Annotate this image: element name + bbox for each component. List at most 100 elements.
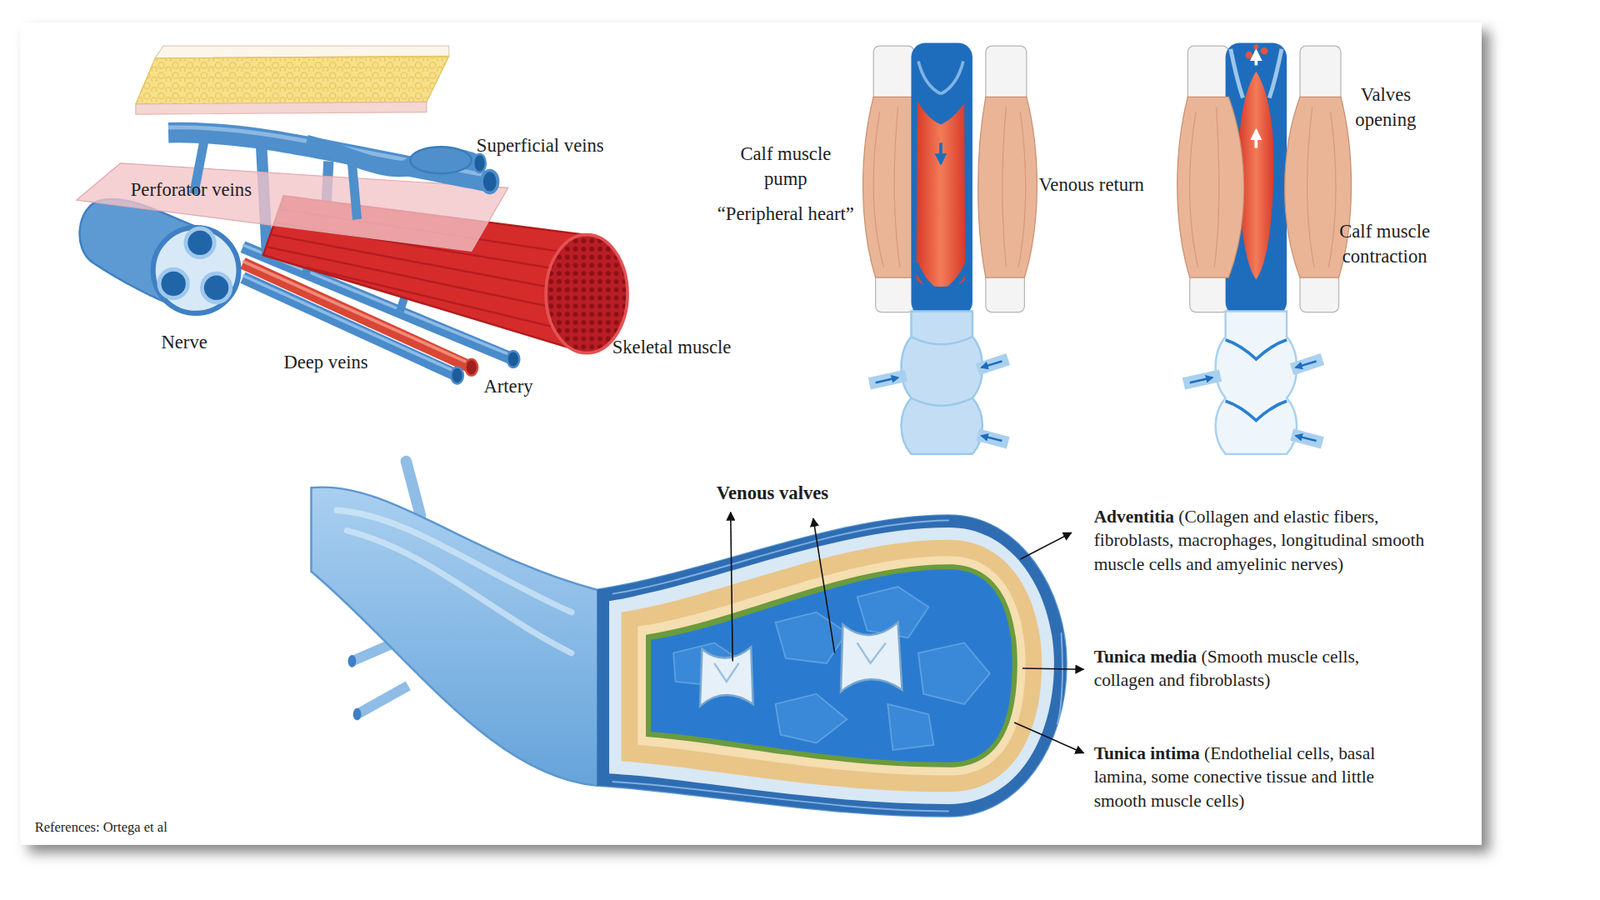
venous-valve [840,622,902,692]
part-label: Perforator veins [130,177,252,203]
part-label: Nerve [160,330,207,355]
part-label: Deep veins [283,350,368,375]
flow-arrow [1255,50,1259,65]
valve-cusp [714,663,739,682]
media-inner-band [637,555,1025,775]
vein-valve [1230,263,1284,295]
leader-arrow [1022,668,1084,670]
muscle-face [545,235,628,354]
label-text: Calf muscle pump [740,143,831,190]
part-label: Artery [483,374,533,400]
blood-drop [1260,47,1269,55]
section-heading: Venous valves [660,480,885,506]
vein-opening [348,655,357,668]
vein-highlight [336,510,572,653]
vein-opening [353,708,362,721]
label-text: References: Ortega et al [35,819,168,835]
open-valve [1230,49,1282,99]
leader-arrow [1020,532,1071,560]
vein-branch [357,685,409,715]
lumen-intima [650,569,1012,762]
label-text: Skeletal muscle [612,336,732,358]
flow-arrow [1295,435,1316,441]
vein-valve [918,60,964,94]
vein-valve [910,336,972,406]
muscle-striation [1002,107,1026,268]
flow-arrow [1190,377,1213,383]
vein-branch [1291,359,1323,370]
vein-highlight [168,127,488,176]
blood-column [916,101,966,287]
vein-branch [1183,375,1220,385]
calf-muscle [1177,96,1245,278]
valve-cusp [857,642,886,663]
muscle-striation [1306,107,1336,268]
label-text: Artery [483,375,533,397]
reference-note: References: Ortega et al [35,818,168,837]
superficial-vein-segment [901,310,983,454]
superficial-vein [168,132,488,182]
artery-opening [465,359,478,376]
media-layer [621,540,1042,792]
nerve-fascicle [185,228,215,257]
nerve-fascicle [159,269,188,298]
leader-arrow [813,518,835,654]
label-text: Perforator veins [130,179,252,200]
leader-arrow [730,512,733,662]
muscle-striation [1189,107,1220,268]
flow-arrow [1295,360,1316,367]
layer-name: Adventitia [1094,506,1175,527]
calf-muscle [978,96,1038,278]
label-text: “Peripheral heart” [717,203,855,225]
adventitia-layer [596,515,1066,816]
vein-opening [507,350,520,368]
label-text: Calf muscle contraction [1339,220,1430,267]
deep-vein [910,42,972,316]
varicose-bulge [410,146,471,174]
process-label: Calf muscle pump [724,141,847,192]
process-label: Valves opening [1332,82,1439,133]
layer-description: Adventitia(Collagen and elastic fibers, … [1094,505,1434,576]
flow-arrow [1255,130,1259,149]
vein-branch [1291,435,1323,444]
vein-branch [869,375,906,385]
label-text: Superficial veins [476,135,605,156]
label-text: Valves opening [1355,84,1416,130]
part-label: Skeletal muscle [612,335,732,360]
vein-opening [481,170,499,193]
vein-branch [351,163,357,220]
vein-branch [405,460,420,515]
vein-cutaway [310,460,1084,816]
vein-opening [473,154,486,173]
vein-opening [450,367,464,385]
vein-branch [977,435,1009,444]
pump-panel-rest [863,42,1038,454]
pump-panel-contraction [1177,42,1352,454]
blood-drop [1253,44,1259,50]
layer-name: Tunica media [1094,646,1198,667]
closed-valve [1225,340,1287,421]
nerve-face [153,227,240,314]
muscle-striation [873,107,900,268]
label-text: Deep veins [283,351,368,373]
layer-description: Tunica media(Smooth muscle cells, collag… [1094,645,1368,693]
flow-arrow [981,360,1002,367]
layer-description: Tunica intima(Endothelial cells, basal l… [1094,741,1403,813]
nerve-fascicle [201,273,230,302]
label-text: Nerve [160,331,207,353]
endothelial-cells [673,586,990,750]
blood-drop [1245,51,1253,60]
layer-name: Tunica intima [1094,743,1200,764]
label-text: Venous return [1039,174,1145,195]
flow-arrow [939,142,943,163]
flow-arrow [875,377,899,383]
vein-branch [977,359,1009,370]
leg-section [76,45,628,384]
outer-wall-band [609,527,1055,805]
leader-arrow [1014,722,1084,754]
part-label: Superficial veins [476,133,605,159]
label-text: Venous valves [716,482,829,504]
